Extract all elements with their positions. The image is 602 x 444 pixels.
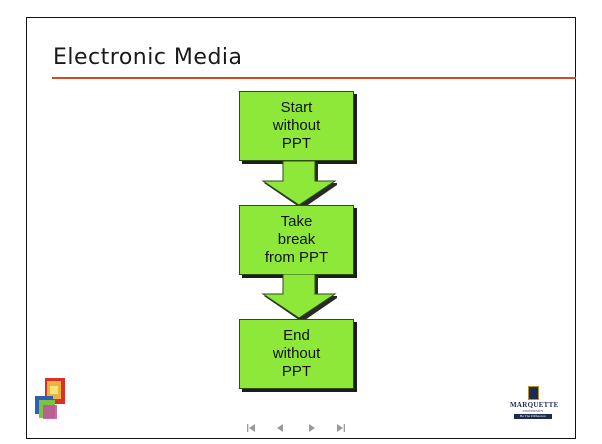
down-arrow-icon [261,161,337,207]
logo-subtitle: UNIVERSITY [522,409,544,413]
flow-step-label: Start without PPT [272,99,321,152]
first-slide-button[interactable] [240,420,262,436]
flow-step-break: Take break from PPT [239,205,354,275]
slide-navigation [240,420,352,436]
tower-emblem-icon [528,386,539,400]
previous-slide-button[interactable] [270,420,292,436]
next-slide-button[interactable] [300,420,322,436]
slide-title: Electronic Media [53,45,243,70]
marquette-university-logo: MARQUETTE UNIVERSITY Be The Difference [510,386,559,422]
flow-step-label: Take break from PPT [264,213,329,266]
title-underline [52,77,576,79]
flow-step-label: End without PPT [272,327,321,380]
last-slide-button[interactable] [330,420,352,436]
logo-tagline: Be The Difference [514,414,552,419]
flowchart: Start without PPT Take break from PPT En… [27,18,577,440]
flow-step-end: End without PPT [239,319,354,389]
colored-squares-logo [35,378,65,419]
logo-wordmark: MARQUETTE [510,401,559,409]
last-slide-icon [337,424,345,432]
first-slide-icon [247,424,255,432]
next-slide-icon [309,424,315,432]
previous-slide-icon [277,424,283,432]
slide: Electronic Media Start without PPT Take … [26,17,576,439]
flow-step-start: Start without PPT [239,91,354,161]
down-arrow-icon [261,274,337,320]
